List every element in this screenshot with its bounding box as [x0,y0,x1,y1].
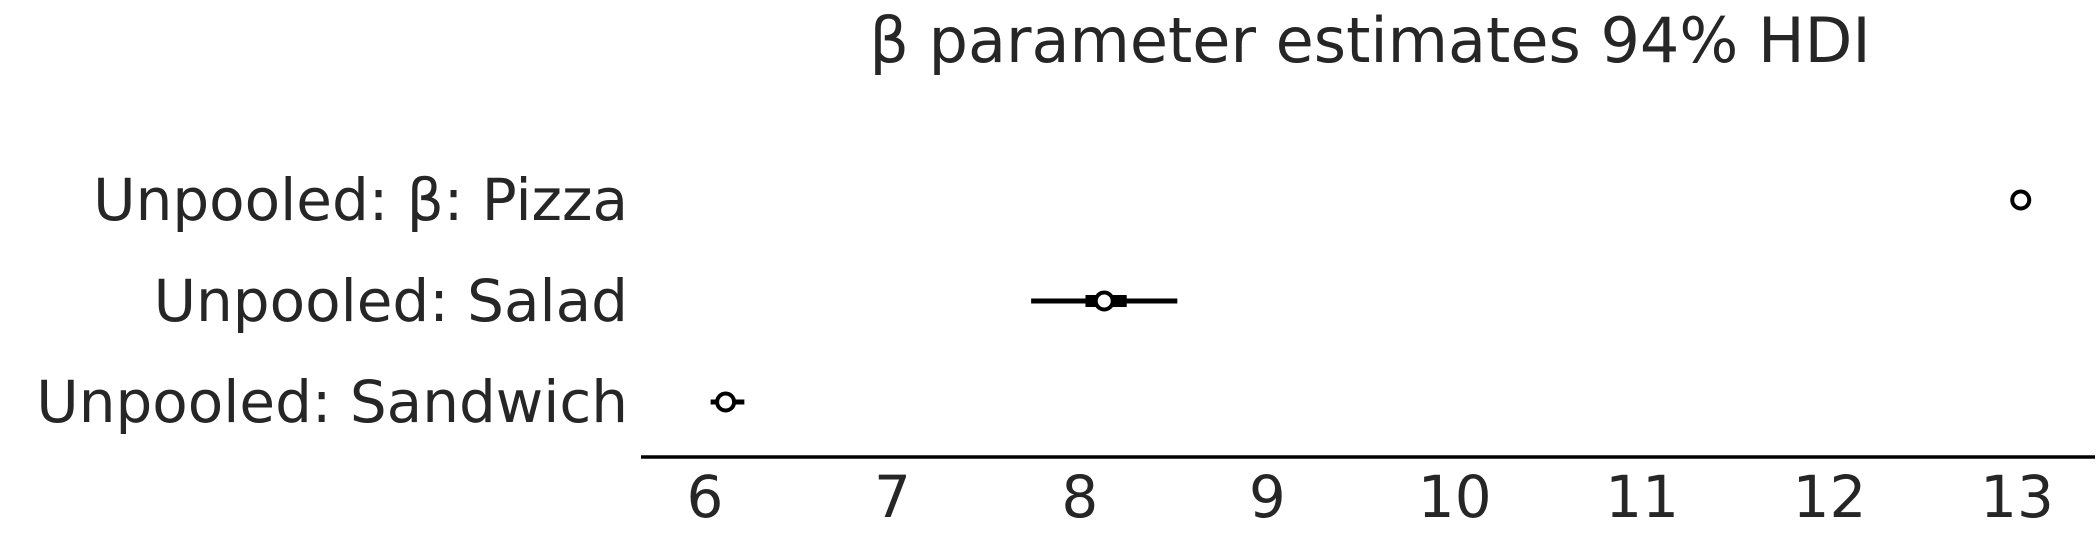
x-tick-label: 10 [1418,463,1492,531]
median-point [1093,290,1115,312]
x-tick-labels: 6 7 8 9 10 11 12 13 [687,463,2054,531]
median-point [2010,189,2032,211]
x-tick-label: 13 [1980,463,2054,531]
x-tick-label: 7 [874,463,911,531]
x-tick-label: 11 [1605,463,1679,531]
row-label: Unpooled: Sandwich [36,368,628,436]
x-tick-label: 6 [687,463,724,531]
median-point [715,391,737,413]
x-tick-label: 9 [1249,463,1286,531]
row-marks [710,189,2032,413]
x-tick-label: 12 [1793,463,1867,531]
row-label: Unpooled: Salad [154,267,628,335]
row-label: Unpooled: β: Pizza [93,166,628,234]
chart-title: β parameter estimates 94% HDI [869,4,1870,77]
x-tick-label: 8 [1061,463,1098,531]
